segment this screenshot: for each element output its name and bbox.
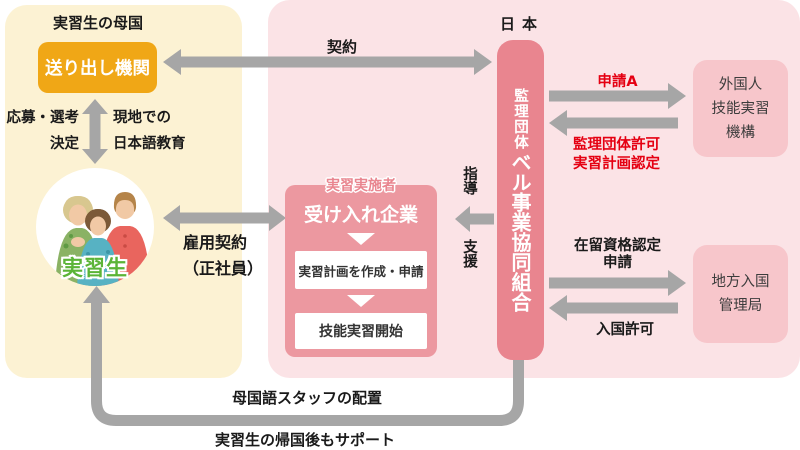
- japan-title: 日本: [499, 15, 544, 33]
- training-plan-step: 実習計画を作成・申請: [295, 251, 427, 289]
- native-staff-label: 母国語スタッフの配置: [231, 389, 382, 407]
- apply-selection-label: 応募・選考 決定: [6, 110, 80, 152]
- return-support-arrowhead: [83, 286, 110, 303]
- residence-application-label: 在留資格認定 申請: [574, 238, 661, 271]
- guidance-support-arrow: [455, 206, 494, 232]
- residence-application-arrow: [549, 270, 686, 296]
- sending-organization-box: 送り出し機関: [38, 42, 157, 93]
- entry-permit-label: 入国許可: [596, 322, 654, 338]
- apply-vertical-double-arrow: [82, 99, 108, 164]
- trainees-label: 実習生: [62, 256, 128, 280]
- guidance-label: 指導: [461, 166, 477, 195]
- implementer-box: 実習実施者 受け入れ企業 実習計画を作成・申請 技能実習開始: [285, 178, 437, 357]
- application-a-label: 申請A: [597, 74, 638, 90]
- return-support-connector: [91, 301, 524, 426]
- application-a-arrow: [549, 83, 686, 109]
- return-support-label: 実習生の帰国後もサポート: [214, 431, 395, 449]
- training-start-step: 技能実習開始: [295, 313, 427, 349]
- employment-double-arrow: [163, 205, 286, 231]
- home-country-title: 実習生の母国: [53, 14, 144, 32]
- support-label: 支援: [461, 239, 477, 268]
- trainees-people-icon: [55, 192, 150, 286]
- sending-organization-label: 送り出し機関: [45, 59, 150, 79]
- approval-label: 監理団体許可 実習計画認定: [573, 137, 660, 172]
- employment-contract-label: 雇用契約 （正社員）: [183, 233, 264, 278]
- accepting-company-label: 受け入れ企業: [303, 204, 418, 226]
- approval-return-arrow: [549, 110, 678, 136]
- contract-label: 契約: [326, 38, 357, 56]
- supervising-type-label: 監理団体: [512, 88, 528, 150]
- immigration-bureau-box: 地方入国 管理局: [693, 245, 788, 343]
- entry-permit-arrow: [549, 295, 678, 321]
- contract-double-arrow: [163, 49, 492, 75]
- local-education-label: 現地での 日本語教育: [113, 110, 186, 152]
- implementer-tab-label: 実習実施者: [326, 178, 396, 194]
- down-triangle-icon: [347, 295, 375, 307]
- supervising-organization-box: 監理団体 ベル事業協同組合: [497, 40, 544, 360]
- trainees-illustration: [36, 168, 154, 286]
- otit-box: 外国人 技能実習 機構: [693, 60, 788, 157]
- supervising-name-label: ベル事業協同組合: [508, 152, 532, 312]
- down-triangle-icon: [347, 233, 375, 245]
